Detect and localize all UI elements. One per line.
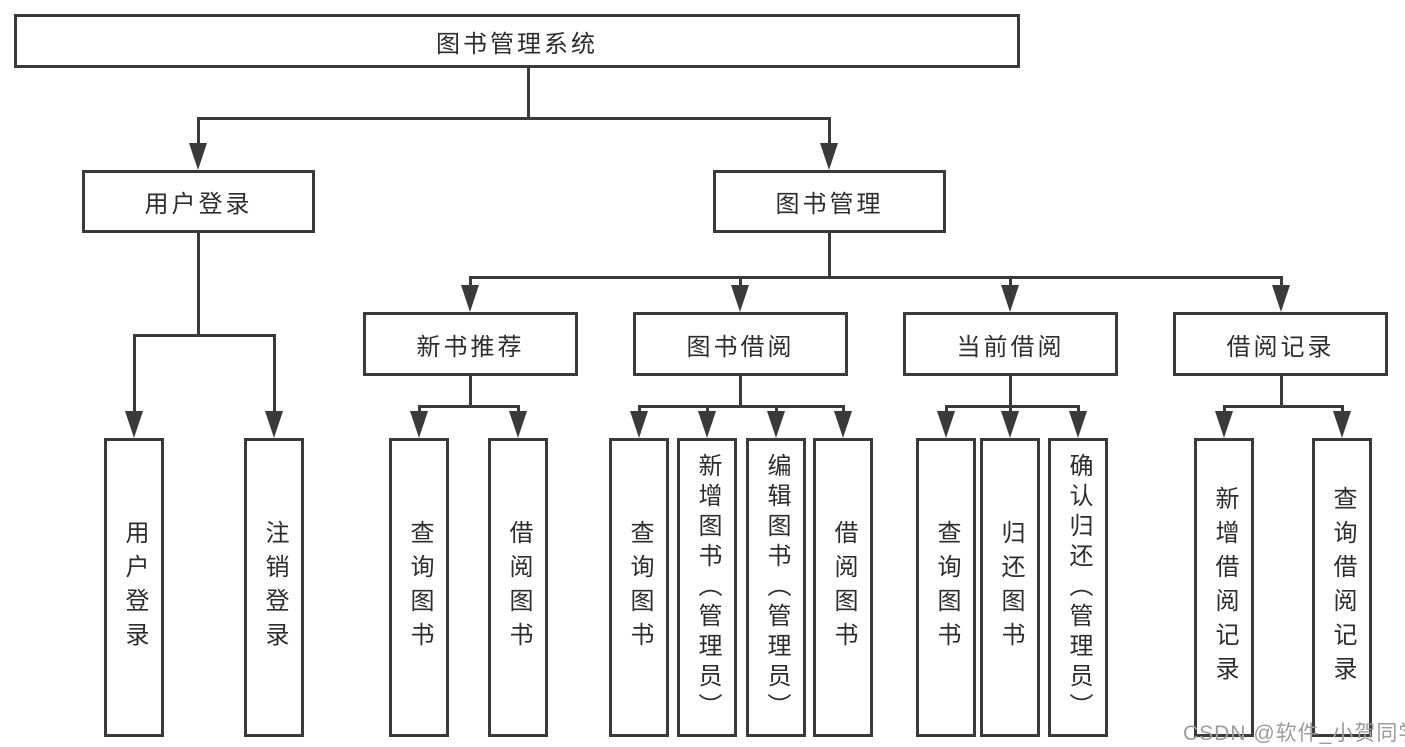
node-book-borrow: 图书借阅 [633, 312, 848, 376]
csdn-watermark: CSDN @软件_小贺同学 [1183, 722, 1405, 745]
connector-cb-return-drop [1009, 405, 1012, 414]
connector-book-borrow-stem [739, 376, 742, 408]
connector-book-mgmt-stem [828, 233, 831, 279]
leaf-rec-query-book: 查询图书 [389, 438, 449, 737]
connector-root-stem [527, 68, 530, 120]
arrowhead-rec-query [410, 411, 428, 438]
node-borrow-records: 借阅记录 [1173, 312, 1388, 376]
node-current-borrow: 当前借阅 [903, 312, 1118, 376]
arrowhead-leaf-logout [265, 411, 283, 438]
connector-user-login-drop [197, 117, 200, 145]
arrowhead-cb-query [937, 411, 955, 438]
node-book-mgmt: 图书管理 [713, 170, 946, 233]
connector-leaf-logout-drop [273, 334, 276, 414]
connector-cb-confirm-drop [1077, 405, 1080, 414]
leaf-br-add-record: 新增借阅记录 [1194, 438, 1254, 737]
connector-user-login-stem [197, 233, 200, 336]
arrowhead-borrow-records [1272, 285, 1290, 312]
node-user-login: 用户登录 [82, 170, 315, 233]
connector-group3-rail [638, 405, 844, 408]
node-root: 图书管理系统 [14, 14, 1020, 68]
connector-bb-edit-drop [775, 405, 778, 414]
connector-new-book-rec-stem [469, 376, 472, 408]
connector-group4-rail [945, 405, 1079, 408]
connector-level3-rail [469, 276, 1283, 279]
arrowhead-bb-edit [767, 411, 785, 438]
arrowhead-user-login [189, 143, 207, 170]
connector-book-borrow-drop [739, 276, 742, 288]
connector-new-book-rec-drop [469, 276, 472, 288]
connector-current-borrow-drop [1009, 276, 1012, 288]
leaf-bb-edit-book: 编辑图书（管理员） [746, 438, 806, 737]
arrowhead-cb-return [1001, 411, 1019, 438]
connector-cb-query-drop [945, 405, 948, 414]
leaf-logout: 注销登录 [244, 438, 304, 737]
arrowhead-book-mgmt [820, 143, 838, 170]
connector-rec-borrow-drop [517, 405, 520, 414]
leaf-br-query-record: 查询借阅记录 [1312, 438, 1372, 737]
arrowhead-bb-query [630, 411, 648, 438]
connector-bb-add-drop [706, 405, 709, 414]
arrowhead-rec-borrow [509, 411, 527, 438]
leaf-bb-borrow-book: 借阅图书 [813, 438, 873, 737]
arrowhead-br-query [1333, 411, 1351, 438]
connector-group2-rail [418, 405, 519, 408]
connector-rec-query-drop [418, 405, 421, 414]
connector-group5-rail [1223, 405, 1343, 408]
node-new-book-rec: 新书推荐 [363, 312, 578, 376]
connector-group1-rail [133, 334, 276, 337]
leaf-bb-add-book: 新增图书（管理员） [677, 438, 737, 737]
connector-br-query-drop [1341, 405, 1344, 414]
connector-leaf-user-login-drop [133, 334, 136, 414]
connector-bb-borrow-drop [842, 405, 845, 414]
leaf-bb-query-book: 查询图书 [609, 438, 669, 737]
arrowhead-current-borrow [1001, 285, 1019, 312]
leaf-cb-return-book: 归还图书 [980, 438, 1040, 737]
arrowhead-bb-add [698, 411, 716, 438]
leaf-rec-borrow-book: 借阅图书 [488, 438, 548, 737]
connector-br-add-drop [1223, 405, 1226, 414]
connector-level2-rail [197, 117, 831, 120]
arrowhead-br-add [1215, 411, 1233, 438]
leaf-user-login: 用户登录 [104, 438, 164, 737]
connector-book-mgmt-drop [828, 117, 831, 145]
arrowhead-cb-confirm [1069, 411, 1087, 438]
leaf-cb-confirm-return: 确认归还（管理员） [1048, 438, 1108, 737]
arrowhead-leaf-user-login [125, 411, 143, 438]
connector-current-borrow-stem [1009, 376, 1012, 408]
arrowhead-book-borrow [731, 285, 749, 312]
arrowhead-new-book-rec [461, 285, 479, 312]
connector-bb-query-drop [638, 405, 641, 414]
leaf-cb-query-book: 查询图书 [916, 438, 976, 737]
connector-borrow-records-stem [1280, 376, 1283, 408]
connector-borrow-records-drop [1280, 276, 1283, 288]
arrowhead-bb-borrow [834, 411, 852, 438]
